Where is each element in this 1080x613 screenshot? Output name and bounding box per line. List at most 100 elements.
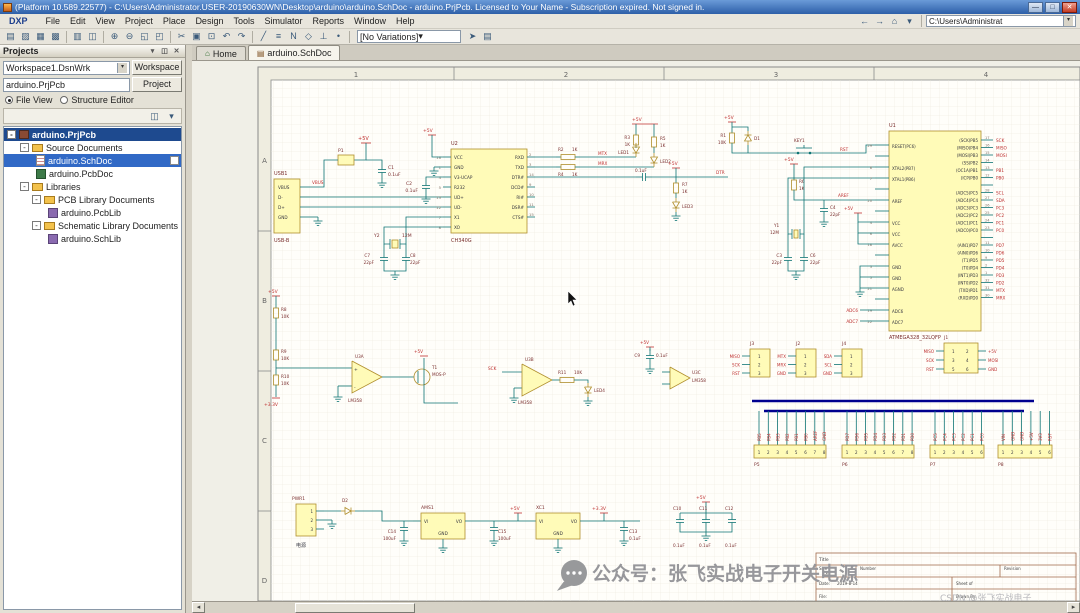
tree-item-schlib[interactable]: arduino.SchLib [4,232,181,245]
expander-icon[interactable]: - [7,130,16,139]
horizontal-scrollbar[interactable]: ◂ ▸ [192,601,1080,613]
cut-icon[interactable]: ✂ [174,30,189,43]
expander-icon[interactable]: - [20,182,29,191]
expander-icon[interactable]: - [32,221,41,230]
scroll-left-icon[interactable]: ◂ [192,602,205,613]
svg-text:Sheet of: Sheet of [956,581,973,586]
place-part-icon[interactable]: ◇ [301,30,316,43]
tree-item-label: arduino.PcbLib [61,208,121,218]
combo-dropdown-icon[interactable]: ▾ [1063,16,1073,26]
paste-icon[interactable]: ⊡ [204,30,219,43]
panel-close-icon[interactable]: ✕ [171,46,182,56]
tree-item-source-documents[interactable]: - Source Documents [4,141,181,154]
svg-text:TXD: TXD [514,165,524,170]
new-document-icon[interactable]: ▤ [3,30,18,43]
tab-home[interactable]: ⌂ Home [196,46,246,60]
zoom-out-icon[interactable]: ⊖ [122,30,137,43]
tree-item-pcblib[interactable]: arduino.PcbLib [4,206,181,219]
document-path-combo[interactable]: C:\Users\Administrat ▾ [926,15,1076,27]
svg-text:C9: C9 [634,353,640,358]
place-junction-icon[interactable]: • [331,30,346,43]
print-preview-icon[interactable]: ◫ [85,30,100,43]
svg-text:+5V: +5V [358,136,369,142]
storage-manager-icon[interactable]: ▤ [480,30,495,43]
place-power-port-icon[interactable]: ⊥ [316,30,331,43]
copy-icon[interactable]: ▣ [189,30,204,43]
combo-dropdown-icon[interactable]: ▾ [418,31,423,42]
variations-combo[interactable]: [No Variations] ▾ [357,30,461,43]
sort-documents-icon[interactable]: ◫ [147,110,162,123]
tree-item-schematic-library-documents[interactable]: - Schematic Library Documents [4,219,181,232]
close-button[interactable]: ✕ [1062,2,1077,13]
combo-dropdown-icon[interactable]: ▾ [117,63,127,73]
menu-dxp[interactable]: DXP [4,15,33,27]
menu-reports[interactable]: Reports [307,15,349,27]
svg-text:CTS#: CTS# [512,215,524,220]
panel-pin-icon[interactable]: ◫ [159,46,170,56]
panel-menu-icon[interactable]: ▾ [147,46,158,56]
expander-icon[interactable]: - [20,143,29,152]
workspace-combo[interactable]: Workspace1.DsnWrk ▾ [3,61,130,75]
zoom-area-icon[interactable]: ◰ [152,30,167,43]
place-wire-icon[interactable]: ╱ [256,30,271,43]
svg-text:PB0: PB0 [996,176,1004,181]
zoom-in-icon[interactable]: ⊕ [107,30,122,43]
project-combo[interactable]: arduino.PrjPcb [3,78,130,92]
svg-text:5: 5 [795,450,798,455]
menu-view[interactable]: View [91,15,120,27]
project-button[interactable]: Project [132,77,182,92]
svg-text:(ADC5)PC5: (ADC5)PC5 [956,191,978,196]
expander-icon[interactable]: - [32,195,41,204]
svg-text:C7: C7 [364,253,370,258]
schematic-editor-canvas[interactable]: 1234ABCD+5VP1C10.1uFUSB1USB-BVBUSD-D+GND… [192,61,1080,601]
save-icon[interactable]: ▦ [33,30,48,43]
radio-file-view-label: File View [16,95,52,105]
tree-item-project-root[interactable]: - arduino.PrjPcb [4,128,181,141]
minimize-button[interactable]: — [1028,2,1043,13]
menu-file[interactable]: File [41,15,66,27]
svg-text:SCK: SCK [488,366,497,371]
tree-item-pcbdoc[interactable]: arduino.PcbDoc [4,167,181,180]
scroll-right-icon[interactable]: ▸ [1067,602,1080,613]
expand-collapse-icon[interactable]: ▾ [164,110,179,123]
menu-simulator[interactable]: Simulator [259,15,307,27]
menu-edit[interactable]: Edit [65,15,91,27]
dropdown-icon[interactable]: ▾ [902,15,917,28]
place-net-label-icon[interactable]: N [286,30,301,43]
compile-icon[interactable]: ➤ [465,30,480,43]
schematic-canvas[interactable]: 1234ABCD+5VP1C10.1uFUSB1USB-BVBUSD-D+GND… [192,61,1080,601]
svg-text:U3C: U3C [692,370,701,375]
radio-file-view[interactable]: File View [5,95,52,105]
redo-icon[interactable]: ↷ [234,30,249,43]
home-icon[interactable]: ⌂ [887,15,902,28]
open-document-icon[interactable]: ▨ [18,30,33,43]
menu-project[interactable]: Project [120,15,158,27]
menu-help[interactable]: Help [391,15,420,27]
menu-design[interactable]: Design [190,15,228,27]
menu-tools[interactable]: Tools [228,15,259,27]
tree-item-schdoc[interactable]: arduino.SchDoc [4,154,181,167]
workspace-button[interactable]: Workspace [132,60,182,75]
menu-place[interactable]: Place [158,15,191,27]
zoom-fit-icon[interactable]: ◱ [137,30,152,43]
place-bus-icon[interactable]: ≡ [271,30,286,43]
tree-item-libraries[interactable]: - Libraries [4,180,181,193]
svg-text:6: 6 [804,450,807,455]
radio-structure-editor[interactable]: Structure Editor [60,95,134,105]
print-icon[interactable]: ▥ [70,30,85,43]
svg-text:4: 4 [874,450,877,455]
tree-item-pcb-library-documents[interactable]: - PCB Library Documents [4,193,181,206]
tab-schdoc[interactable]: ▤ arduino.SchDoc [248,45,341,60]
svg-text:100uF: 100uF [383,536,397,541]
window-title: (Platform 10.589.22577) - C:\Users\Admin… [15,2,1026,12]
forward-icon[interactable]: → [872,15,887,28]
svg-text:J3: J3 [749,341,754,347]
back-icon[interactable]: ← [857,15,872,28]
svg-text:(SCK)PB5: (SCK)PB5 [959,138,978,143]
menu-window[interactable]: Window [349,15,391,27]
maximize-button[interactable]: □ [1045,2,1060,13]
svg-text:4: 4 [962,450,965,455]
save-all-icon[interactable]: ▩ [48,30,63,43]
scrollbar-thumb[interactable] [295,603,415,613]
undo-icon[interactable]: ↶ [219,30,234,43]
